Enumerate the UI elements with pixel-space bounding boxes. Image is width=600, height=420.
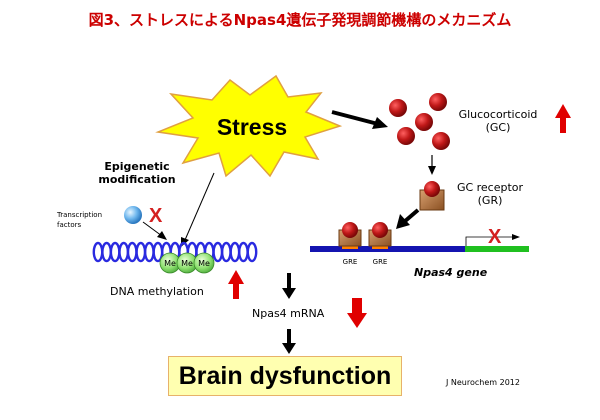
gene-blocked-x: X [488, 226, 502, 248]
dna-methylation-label: DNA methylation [110, 285, 204, 298]
dna-coil-loop [143, 241, 155, 263]
methylation-up-arrow [228, 270, 244, 299]
arrow-epigenetic [181, 172, 215, 247]
dna-coil-loop [229, 241, 241, 263]
dna-coil-loop [237, 241, 249, 263]
dna-coil-loop [126, 241, 138, 263]
gc-receptor-label: GC receptor (GR) [456, 181, 524, 207]
arrow-receptor-to-gene [396, 208, 420, 229]
mrna-down-arrow [347, 298, 367, 328]
stress-starburst [155, 74, 343, 178]
methyl-label-3: Me [198, 259, 210, 268]
npas4-mrna-label: Npas4 mRNA [252, 307, 325, 320]
arrow-stress-to-gc [331, 110, 388, 129]
tf-blocked-x: X [149, 205, 163, 227]
epigenetic-label: Epigenetic modification [98, 160, 176, 186]
gre-label-1: GRE [342, 258, 358, 266]
dna-coil-loop [220, 241, 232, 263]
gc-molecules [389, 93, 450, 150]
page-title: 図3、ストレスによるNpas4遺伝子発現調節機構のメカニズム [88, 11, 512, 29]
gc-up-arrow [555, 104, 571, 133]
dna-coil-loop [92, 241, 104, 263]
arrow-tf-to-dna [142, 221, 167, 240]
gre-label-2: GRE [372, 258, 388, 266]
dna-coil-loop [118, 241, 130, 263]
arrow-gc-to-receptor [428, 155, 436, 175]
brain-dysfunction-label: Brain dysfunction [178, 361, 392, 390]
gc-receptor-free [419, 181, 445, 211]
npas4-gene-label: Npas4 gene [414, 266, 488, 279]
arrow-to-outcome [282, 329, 296, 354]
stress-label: Stress [216, 114, 288, 140]
dna-strand [92, 241, 258, 263]
glucocorticoid-label: Glucocorticoid (GC) [458, 108, 538, 134]
dna-coil-loop [246, 241, 258, 263]
gc-receptor-bound [338, 222, 392, 247]
arrow-to-mrna [282, 273, 296, 299]
methyl-label-1: Me [164, 259, 176, 268]
dna-coil-loop [101, 241, 113, 263]
dna-coil-loop [135, 241, 147, 263]
transcription-factors-label: Transcription factors [57, 211, 103, 229]
dna-coil-loop [212, 241, 224, 263]
brain-dysfunction-box: Brain dysfunction [168, 356, 402, 396]
citation: J Neurochem 2012 [446, 378, 520, 387]
dna-coil-loop [109, 241, 121, 263]
methyl-groups [159, 252, 215, 274]
transcription-factor-ball [124, 206, 142, 224]
methyl-label-2: Me [181, 259, 193, 268]
